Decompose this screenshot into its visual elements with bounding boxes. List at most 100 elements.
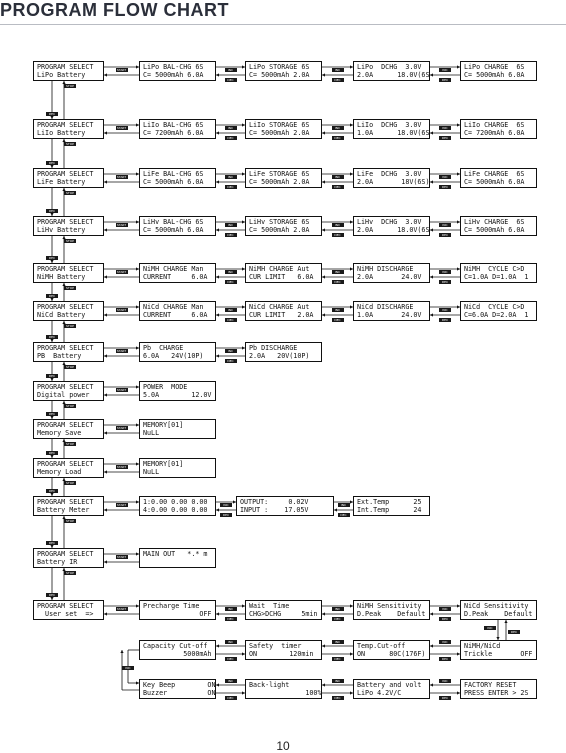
inc-button-icon: INC: [331, 308, 344, 312]
spine-down-arrow: [50, 260, 54, 263]
lcd-line-2: CHG>DCHG 5min: [249, 610, 318, 618]
title-divider: [0, 24, 566, 25]
prev-arrow: [216, 275, 219, 279]
lcd-line-1: LiPo BAL-CHG 6S: [143, 63, 204, 71]
prev-arrow: [216, 73, 219, 77]
lcd-line-2: LiIo Battery: [37, 129, 86, 137]
lcd-line-1: LiFe CHARGE 6S: [464, 170, 525, 178]
dec-button-icon: DEC: [224, 696, 237, 700]
settings-prev-arrow: [457, 652, 460, 656]
lcd-line-2: NuLL: [143, 468, 160, 476]
dec-button-icon: DEC: [331, 136, 344, 140]
stop-button-icon: STOP: [64, 324, 76, 328]
dec-button-icon: DEC: [224, 78, 237, 82]
dec-button-icon: DEC: [46, 593, 58, 597]
settings-next-arrow: [322, 644, 325, 648]
wrap-arrow: [136, 681, 139, 685]
lcd-line-1: PROGRAM SELECT: [37, 498, 94, 506]
lcd-line-1: POWER MODE: [143, 383, 188, 391]
prev-arrow: [430, 612, 433, 616]
lcd-line-2: C= 5000mAh 6.0A: [143, 178, 204, 186]
lcd-line-2: User set =>: [37, 610, 94, 618]
dec-button-icon: DEC: [331, 233, 344, 237]
next-arrow: [457, 604, 460, 608]
lcd-line-2: Trickle OFF: [464, 650, 533, 658]
settings-prev-arrow: [242, 652, 245, 656]
prev-arrow: [104, 431, 107, 435]
next-arrow: [350, 123, 353, 127]
lcd-line-1: LiPo STORAGE 6S: [249, 63, 310, 71]
dec-button-icon: DEC: [439, 657, 451, 661]
lcd-line-2: OFF: [143, 610, 212, 618]
inc-button-icon: INC: [439, 126, 451, 130]
settings-next-arrow: [430, 644, 433, 648]
lcd-line-2: Memory Load: [37, 468, 82, 476]
next-arrow: [350, 305, 353, 309]
lcd-line-2: CURRENT 6.0A: [143, 273, 208, 281]
inc-button-icon: INC: [224, 640, 237, 644]
lcd-line-1: Key Beep ON: [143, 681, 216, 689]
lcd-line-2: Memory Save: [37, 429, 82, 437]
spine-down-arrow: [50, 455, 54, 458]
next-arrow: [233, 500, 236, 504]
spine-down-arrow: [50, 493, 54, 496]
lcd-line-1: NiMH Sensitivity: [357, 602, 422, 610]
lcd-line-2: 2.0A 18.0V(6S): [357, 226, 430, 234]
dec-button-icon: DEC: [439, 318, 451, 322]
lcd-line-1: Temp.Cut-off: [357, 642, 406, 650]
lcd-line-1: MEMORY[01]: [143, 421, 184, 429]
spine-up-arrow: [62, 321, 66, 324]
lcd-line-2: Battery Meter: [37, 506, 90, 514]
lcd-line-2: CUR LIMIT 6.0A: [249, 273, 314, 281]
dec-button-icon: DEC: [224, 136, 237, 140]
wrap-arrow: [496, 637, 500, 640]
lcd-line-2: 1.0A 18.0V(6S): [357, 129, 430, 137]
next-arrow: [350, 500, 353, 504]
dec-button-icon: DEC: [224, 657, 237, 661]
lcd-line-1: MEMORY[01]: [143, 460, 184, 468]
next-arrow: [350, 65, 353, 69]
prev-arrow: [322, 612, 325, 616]
prev-arrow: [104, 131, 107, 135]
settings-box: Back-light 100%: [245, 679, 322, 699]
dec-button-icon: DEC: [46, 412, 58, 416]
lcd-line-1: Pb DISCHARGE: [249, 344, 298, 352]
lcd-line-1: LiIo CHARGE 6S: [464, 121, 525, 129]
lcd-line-1: PROGRAM SELECT: [37, 265, 94, 273]
stop-button-icon: STOP: [64, 191, 76, 195]
lcd-line-1: PROGRAM SELECT: [37, 460, 94, 468]
next-arrow: [136, 305, 139, 309]
next-arrow: [136, 462, 139, 466]
stop-button-icon: STOP: [64, 404, 76, 408]
inc-button-icon: INC: [439, 640, 451, 644]
screen-box: MEMORY[01]NuLL: [139, 419, 216, 439]
prev-arrow: [104, 560, 107, 564]
lcd-line-2: 2.0A 24.0V: [357, 273, 422, 281]
inc-button-icon: INC: [337, 503, 350, 507]
inc-button-icon: INC: [331, 223, 344, 227]
prev-arrow: [104, 393, 107, 397]
lcd-line-2: Digital power: [37, 391, 90, 399]
start-button-icon: START: [115, 349, 128, 353]
lcd-line-1: Battery and volt: [357, 681, 422, 689]
spine-down-arrow: [50, 213, 54, 216]
next-arrow: [136, 385, 139, 389]
dec-button-icon: DEC: [224, 359, 237, 363]
inc-button-icon: INC: [439, 175, 451, 179]
inc-button-icon: INC: [224, 607, 237, 611]
